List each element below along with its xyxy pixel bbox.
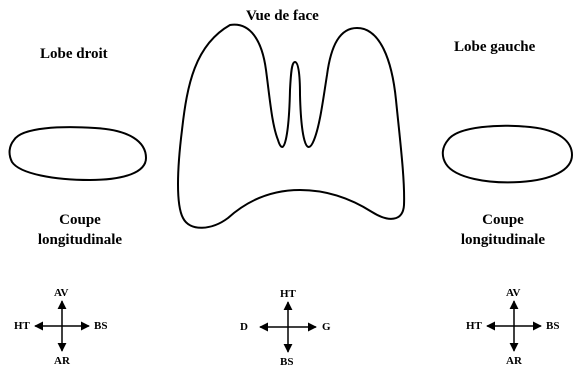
compass-right-down-label: AR — [506, 355, 522, 367]
left-lobe-section-outline — [441, 124, 574, 184]
right-lobe-label: Lobe droit — [40, 46, 108, 62]
compass-right-right-label: BS — [546, 320, 560, 332]
section-right-line1: Coupe — [482, 212, 524, 228]
thyroid-front-outline — [177, 23, 406, 229]
compass-left-right-label: BS — [94, 320, 108, 332]
compass-center-down-label: BS — [280, 356, 294, 368]
compass-center-right-label: G — [322, 321, 331, 333]
compass-right-up-label: AV — [506, 287, 521, 299]
front-view-label: Vue de face — [246, 8, 319, 24]
compass-left-up-label: AV — [54, 287, 69, 299]
compass-center-arrows — [259, 301, 317, 353]
section-left-title: Coupe longitudinale — [30, 212, 130, 249]
compass-center-left-label: D — [240, 321, 248, 333]
section-left-line1: Coupe — [59, 212, 101, 228]
section-right-line2: longitudinale — [460, 232, 546, 248]
section-right-title: Coupe longitudinale — [453, 212, 553, 249]
compass-left-arrows — [34, 300, 90, 352]
compass-right-left-label: HT — [466, 320, 482, 332]
compass-right-arrows — [486, 300, 542, 352]
left-lobe-label: Lobe gauche — [454, 39, 536, 55]
section-left-line2: longitudinale — [37, 232, 123, 248]
compass-center-up-label: HT — [280, 288, 296, 300]
right-lobe-section-outline — [8, 126, 148, 182]
compass-left-down-label: AR — [54, 355, 70, 367]
compass-left-left-label: HT — [14, 320, 30, 332]
